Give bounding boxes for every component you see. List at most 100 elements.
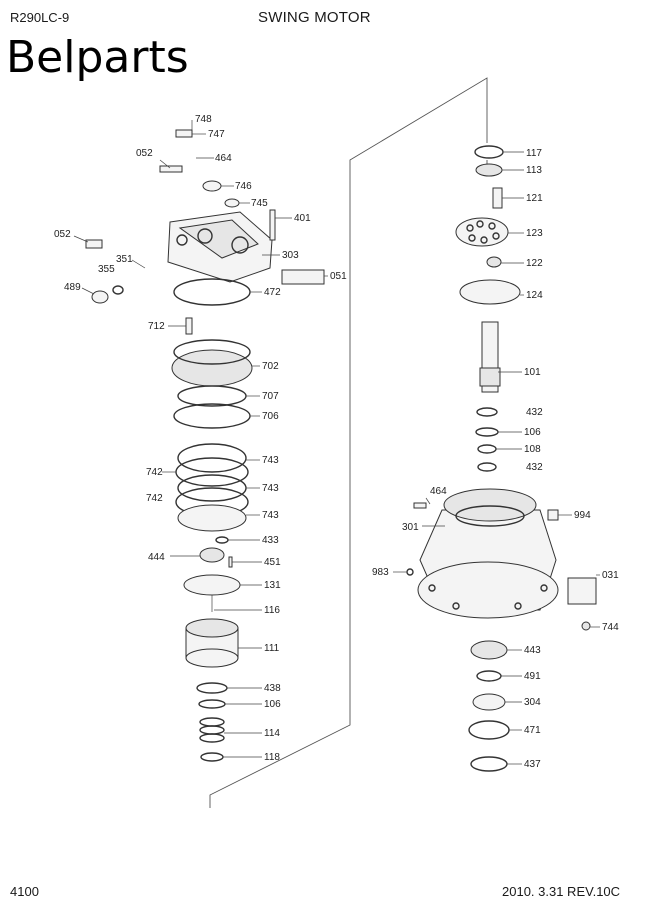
label-432-top: 432 [526, 407, 543, 418]
label-113: 113 [526, 165, 542, 176]
label-052-top: 052 [136, 148, 153, 159]
label-052-left: 052 [54, 229, 71, 240]
valve-block-031 [567, 577, 597, 605]
o-ring-707 [177, 385, 247, 407]
ring-433 [215, 536, 229, 544]
label-108: 108 [524, 444, 541, 455]
label-304: 304 [524, 697, 541, 708]
label-131: 131 [264, 580, 281, 591]
spring-114 [199, 717, 225, 743]
left-part-labels: 748 747 052 464 746 745 401 052 303 351 … [54, 114, 347, 763]
label-111: 111 [264, 643, 280, 654]
label-355: 355 [98, 264, 115, 275]
bolt-401 [269, 209, 276, 241]
ring-438 [196, 682, 228, 694]
label-464-left: 464 [215, 153, 232, 164]
label-743-bottom: 743 [262, 510, 279, 521]
valve-052-left [85, 239, 103, 249]
label-444: 444 [148, 552, 165, 563]
revision-date: 2010. 3.31 REV.10C [502, 884, 621, 899]
snap-ring-437 [470, 756, 508, 772]
label-401: 401 [294, 213, 311, 224]
plate-747 [175, 129, 193, 138]
label-742-bottom: 742 [146, 493, 163, 504]
label-451: 451 [264, 557, 281, 568]
label-301: 301 [402, 522, 419, 533]
label-707: 707 [262, 391, 279, 402]
label-122: 122 [526, 258, 543, 269]
label-464-right: 464 [430, 486, 447, 497]
seal-304 [472, 693, 506, 711]
o-ring-471 [468, 720, 510, 740]
diagram-title: SWING MOTOR [258, 9, 371, 26]
holder-122 [486, 256, 502, 268]
right-part-labels: 117 113 121 123 122 124 101 432 106 108 … [372, 148, 619, 770]
pin-121 [492, 187, 503, 209]
label-051: 051 [330, 271, 347, 282]
label-994: 994 [574, 510, 591, 521]
valve-051 [281, 269, 325, 285]
plug-746 [202, 180, 222, 192]
label-121: 121 [526, 193, 543, 204]
ring-491 [476, 670, 502, 682]
label-438: 438 [264, 683, 281, 694]
model-number: R290LC-9 [10, 10, 70, 25]
valve-052-top [159, 165, 183, 173]
snap-ring-432-top [476, 407, 498, 417]
label-742-top: 742 [146, 467, 163, 478]
label-106-right: 106 [524, 427, 541, 438]
plate-124 [459, 279, 521, 305]
label-433: 433 [262, 535, 279, 546]
label-983: 983 [372, 567, 389, 578]
ring-118 [200, 752, 224, 762]
label-031: 031 [602, 570, 619, 581]
right-leader-lines [393, 151, 600, 765]
cylinder-702 [171, 339, 253, 387]
plate-131 [183, 574, 241, 596]
label-702: 702 [262, 361, 279, 372]
bearing-113 [475, 163, 503, 177]
label-471: 471 [524, 725, 541, 736]
seal-355 [112, 285, 124, 295]
label-123: 123 [526, 228, 543, 239]
snap-ring-432-bottom [477, 462, 497, 472]
bearing-444 [199, 547, 225, 563]
bearing-443 [470, 640, 508, 660]
ring-106-right [475, 427, 499, 437]
seal-117 [474, 145, 504, 159]
label-743-middle: 743 [262, 483, 279, 494]
label-443: 443 [524, 645, 541, 656]
plug-489 [91, 290, 109, 304]
plug-744 [581, 621, 591, 631]
ring-106-left [198, 699, 226, 709]
brand-watermark: Belparts [6, 32, 189, 83]
shaft-101 [479, 321, 501, 393]
friction-plates-742-743 [175, 443, 249, 532]
label-744: 744 [602, 622, 619, 633]
label-748: 748 [195, 114, 212, 125]
pin-712 [185, 317, 193, 335]
label-472: 472 [264, 287, 281, 298]
cover-303 [167, 211, 273, 283]
bolt-464-right [413, 502, 427, 509]
label-747: 747 [208, 129, 225, 140]
label-101: 101 [524, 367, 541, 378]
label-106-left: 106 [264, 699, 281, 710]
o-ring-472 [173, 278, 251, 306]
plug-983 [406, 568, 414, 576]
plug-745 [224, 198, 240, 208]
page-number: 4100 [10, 884, 39, 899]
label-489: 489 [64, 282, 81, 293]
assembly-frame-line [209, 77, 488, 808]
housing-301 [417, 488, 559, 619]
label-303: 303 [282, 250, 299, 261]
label-118: 118 [264, 752, 280, 763]
label-432-bottom: 432 [526, 462, 543, 473]
label-743-top: 743 [262, 455, 279, 466]
ring-108 [477, 444, 497, 454]
label-745: 745 [251, 198, 268, 209]
label-116: 116 [264, 605, 280, 616]
label-117: 117 [526, 148, 542, 159]
label-437: 437 [524, 759, 541, 770]
pin-451 [228, 556, 233, 568]
